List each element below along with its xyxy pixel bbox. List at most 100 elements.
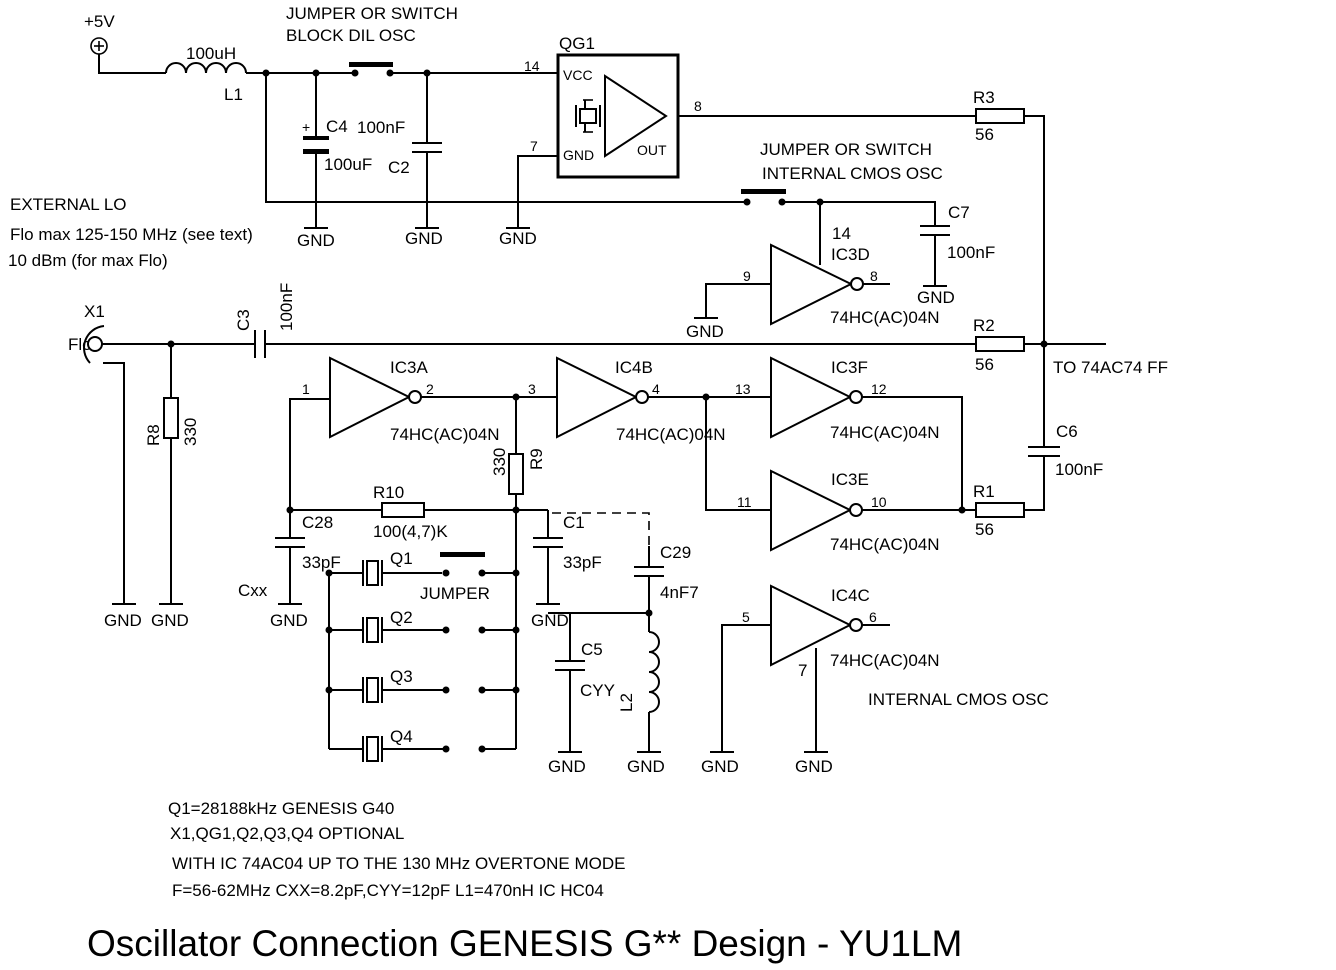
internal-cmos-osc-supply: JUMPER OR SWITCH INTERNAL CMOS OSC 14 C7…: [686, 140, 995, 341]
ic3d-pin-in: 9: [743, 268, 751, 284]
connector-x1-icon[interactable]: [83, 325, 125, 604]
c29-ref: C29: [660, 543, 691, 562]
qg1-gnd-label: GND: [563, 147, 594, 163]
gate-chain: IC3A 74HC(AC)04N 1 2 IC4B 74HC(AC)04N 3 …: [289, 356, 976, 554]
r10-value: 100(4,7)K: [373, 522, 448, 541]
gnd-ic4c-in: GND: [701, 757, 739, 776]
r9-value: 330: [490, 448, 509, 476]
gnd-c2: GND: [405, 229, 443, 248]
jumper-internal-cmos-osc[interactable]: [741, 189, 786, 206]
r2-value: 56: [975, 355, 994, 374]
ic4c-pin-in: 5: [742, 609, 750, 625]
crystal-q4-icon: [362, 736, 383, 762]
ic3d-type: 74HC(AC)04N: [830, 308, 940, 327]
ic4b-type: 74HC(AC)04N: [616, 425, 726, 444]
c5-ref: C5: [581, 640, 603, 659]
qg1-out-label: OUT: [637, 142, 667, 158]
r8-value: 330: [181, 418, 200, 446]
qg1-vcc-label: VCC: [563, 67, 593, 83]
svg-text:+: +: [302, 119, 310, 135]
inverter-ic3f-icon: [770, 356, 853, 439]
external-lo-section: EXTERNAL LO Flo max 125-150 MHz (see tex…: [8, 195, 976, 630]
c7-ref: C7: [948, 203, 970, 222]
output-network: R3 56 R2 56 TO 74AC74 FF C6 100nF R1 56: [973, 88, 1168, 539]
ic3a-pin-out: 2: [426, 381, 434, 397]
note-3: WITH IC 74AC04 UP TO THE 130 MHz OVERTON…: [172, 854, 625, 873]
r8-ref: R8: [144, 424, 163, 446]
ic3f-pin-in: 13: [735, 381, 751, 397]
ic3a-ref: IC3A: [390, 358, 428, 377]
c1-value: 33pF: [563, 553, 602, 572]
c7-value: 100nF: [947, 243, 995, 262]
ext-lo-line3: 10 dBm (for max Flo): [8, 251, 168, 270]
internal-cmos-osc-unused-gate: 6 IC4C 74HC(AC)04N 5 GND 7 GND INTERNAL …: [701, 584, 1049, 776]
ic4c-ref: IC4C: [831, 586, 870, 605]
jumper1-line2: BLOCK DIL OSC: [286, 26, 416, 45]
jumper1-line1: JUMPER OR SWITCH: [286, 4, 458, 23]
inverter-ic3a-icon: [329, 356, 412, 439]
gnd-l2: GND: [627, 757, 665, 776]
to-ff-label: TO 74AC74 FF: [1053, 358, 1168, 377]
supply-section: +5V 100uH L1 JUMPER OR SWITCH BLOCK DIL …: [84, 4, 976, 250]
c28-ref: C28: [302, 513, 333, 532]
gnd-c1: GND: [531, 611, 569, 630]
crystal-q2-ref: Q2: [390, 608, 413, 627]
c4-value: 100uF: [324, 155, 372, 174]
ic3d-pin-out: 8: [870, 268, 878, 284]
qg1-pin-vcc: 14: [524, 58, 540, 74]
qg1-ref: QG1: [559, 34, 595, 53]
ext-lo-line2: Flo max 125-150 MHz (see text): [10, 225, 253, 244]
jumper2-line2: INTERNAL CMOS OSC: [762, 164, 943, 183]
resistor-r2-icon: [975, 336, 1025, 352]
l1-ref: L1: [224, 85, 243, 104]
resistor-r3-icon: [975, 108, 1025, 124]
jumper-crystal-select[interactable]: [440, 552, 486, 577]
ic3f-type: 74HC(AC)04N: [830, 423, 940, 442]
ext-lo-line1: EXTERNAL LO: [10, 195, 127, 214]
l2-ref: L2: [617, 693, 636, 712]
c28-value: 33pF: [302, 553, 341, 572]
ic4b-ref: IC4B: [615, 358, 653, 377]
resistor-r1-icon: [975, 502, 1025, 518]
crystal-network: 330 R9 R10 100(4,7)K C28 33pF Cxx GND C1…: [238, 397, 699, 776]
ic4b-pin-out: 4: [652, 381, 660, 397]
c5-value: CYY: [580, 681, 615, 700]
inverter-ic3e-icon: [770, 469, 853, 552]
crystal-q2-icon: [362, 617, 383, 643]
ic3d-ref: IC3D: [831, 245, 870, 264]
ic3a-pin-in: 1: [302, 381, 310, 397]
ic3d-pin-vcc: 14: [832, 224, 851, 243]
ic3e-ref: IC3E: [831, 470, 869, 489]
resistor-r8-icon: [163, 397, 179, 439]
c2-value: 100nF: [357, 118, 405, 137]
diagram-title: Oscillator Connection GENESIS G** Design…: [87, 923, 962, 964]
gnd-c28: GND: [270, 611, 308, 630]
note-2: X1,QG1,Q2,Q3,Q4 OPTIONAL: [170, 824, 404, 843]
supply-label: +5V: [84, 12, 115, 31]
x1-ref: X1: [84, 302, 105, 321]
c3-value: 100nF: [277, 283, 296, 331]
r2-ref: R2: [973, 316, 995, 335]
r3-value: 56: [975, 125, 994, 144]
r3-ref: R3: [973, 88, 995, 107]
gnd-ic4c: GND: [795, 757, 833, 776]
crystal-q1-ref: Q1: [390, 549, 413, 568]
inverter-ic4b-icon: [556, 356, 639, 439]
gnd-c5: GND: [548, 757, 586, 776]
gnd-qg1: GND: [499, 229, 537, 248]
c29-value: 4nF7: [660, 583, 699, 602]
ic4b-pin-in: 3: [528, 381, 536, 397]
ic3e-type: 74HC(AC)04N: [830, 535, 940, 554]
jumper-block-dil-osc[interactable]: [349, 62, 394, 77]
c2-ref: C2: [388, 158, 410, 177]
c6-ref: C6: [1056, 422, 1078, 441]
qg1-pin-out: 8: [694, 98, 702, 114]
jumper2-line1: JUMPER OR SWITCH: [760, 140, 932, 159]
resistor-r9-icon: [508, 453, 524, 495]
gnd-r8: GND: [151, 611, 189, 630]
gnd-c7: GND: [917, 288, 955, 307]
crystal-q4-ref: Q4: [390, 727, 413, 746]
ic4c-type: 74HC(AC)04N: [830, 651, 940, 670]
r1-value: 56: [975, 520, 994, 539]
